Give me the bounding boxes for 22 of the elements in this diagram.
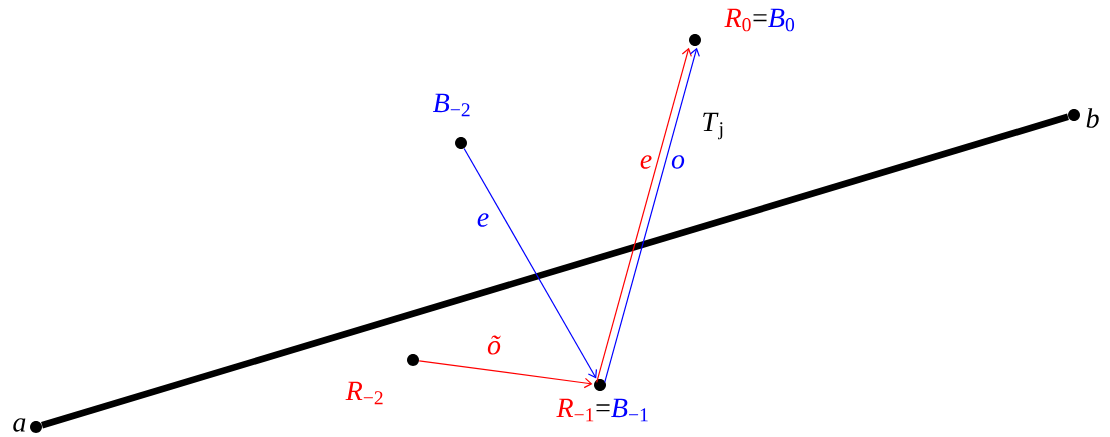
edge-label: õ: [485, 334, 503, 356]
thick-line: [41, 113, 1069, 429]
point: [1068, 109, 1080, 121]
line-label: T$_{j}$: [703, 112, 723, 140]
point: [30, 421, 42, 433]
edge-label: e: [638, 153, 654, 171]
point-label: B$_{−2}$: [432, 93, 470, 117]
arrow: [418, 360, 593, 389]
arrow: [463, 147, 598, 379]
point-label: b: [1086, 108, 1099, 128]
arrow: [596, 47, 692, 384]
point-label: R$_{−1}$=B$_{−1}$: [556, 398, 648, 422]
point-label: a: [13, 418, 26, 432]
point-label: R$_{−2}$: [345, 381, 383, 405]
point: [689, 34, 701, 46]
arrow: [604, 47, 700, 384]
edge-label: e: [475, 211, 491, 229]
edge-label: o: [669, 153, 687, 171]
point: [455, 137, 467, 149]
point: [594, 379, 606, 391]
point-label: R$_{0}$=B$_{0}$: [724, 8, 795, 32]
point: [407, 354, 419, 366]
